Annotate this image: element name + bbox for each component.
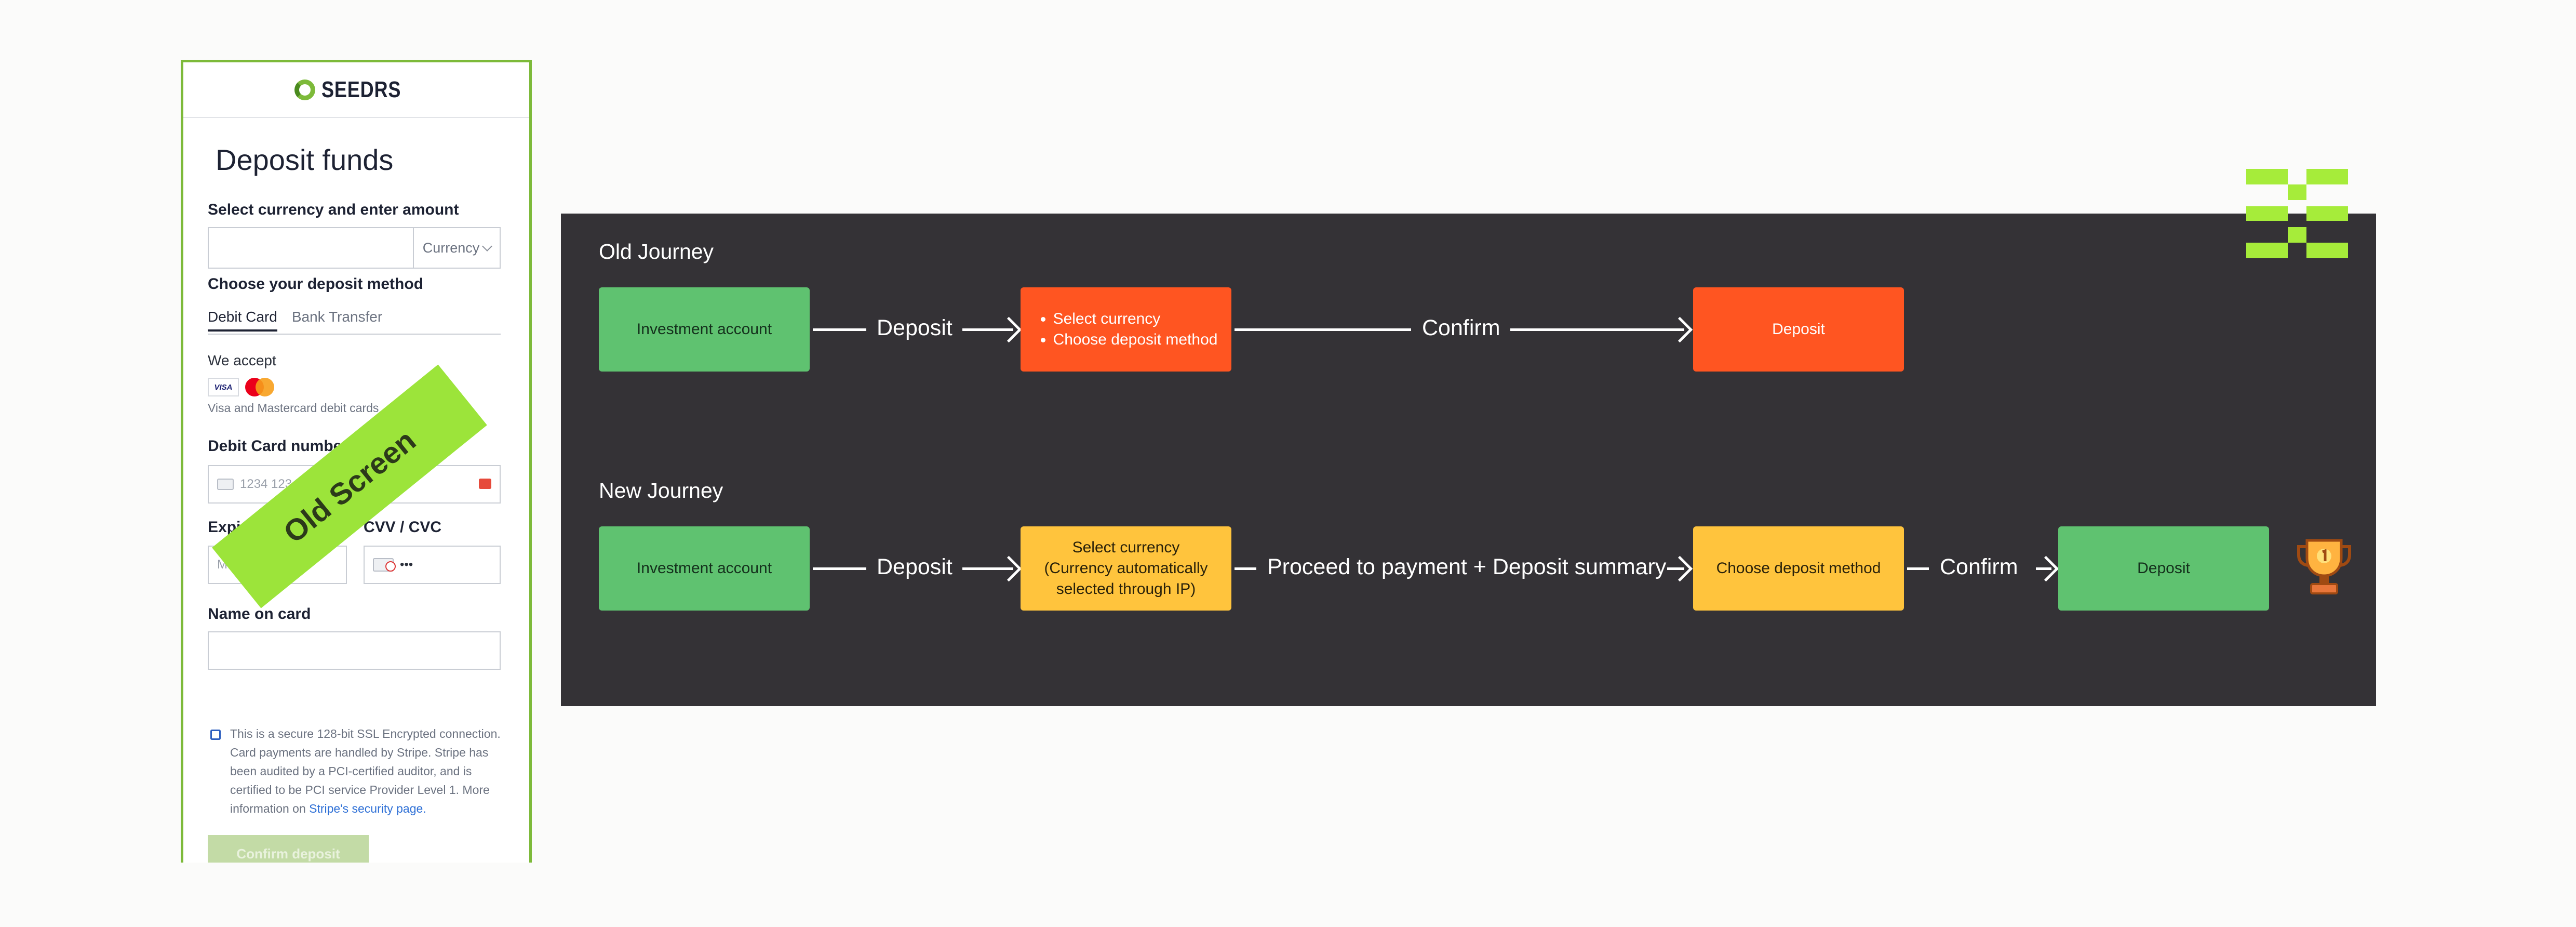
secure-note: This is a secure 128-bit SSL Encrypted c…: [230, 724, 511, 818]
old-deposit-screen: SEEDRS Deposit funds Select currency and…: [181, 60, 532, 863]
new-connector-line: [1667, 567, 1684, 570]
app-header: SEEDRS: [183, 62, 529, 118]
arrow-right-icon: [1667, 555, 1693, 582]
old-step-deposit: Deposit: [1693, 287, 1904, 372]
old-journey-title: Old Journey: [599, 240, 714, 263]
secure-text: This is a secure 128-bit SSL Encrypted c…: [230, 727, 501, 815]
step-line: (Currency automatically: [1044, 560, 1208, 577]
method-tabs: Debit Card Bank Transfer: [208, 307, 501, 335]
new-step-investment-account: Investment account: [599, 526, 810, 611]
new-connector-line: [1235, 567, 1256, 570]
checker-logo-icon: [2246, 169, 2348, 258]
new-connector-line: [1907, 567, 1929, 570]
new-connector-confirm: Confirm: [1940, 554, 2018, 579]
arrow-right-icon: [996, 555, 1022, 582]
stripe-security-link[interactable]: Stripe's security page.: [309, 802, 426, 815]
new-journey-title: New Journey: [599, 479, 723, 502]
seedrs-logo-icon: [294, 79, 315, 100]
tab-bank-transfer[interactable]: Bank Transfer: [291, 309, 383, 325]
old-connector-confirm: Confirm: [1422, 315, 1500, 340]
old-connector-deposit: Deposit: [877, 315, 952, 340]
visa-mark: VISA: [214, 382, 233, 392]
new-connector-line: [813, 567, 866, 570]
old-connector-line: [1235, 328, 1411, 331]
old-connector-line: [962, 328, 1013, 331]
cvv-placeholder: •••: [400, 558, 413, 572]
tab-debit-card[interactable]: Debit Card: [208, 307, 277, 332]
method-label: Choose your deposit method: [208, 275, 424, 293]
logo-text: SEEDRS: [321, 76, 401, 102]
old-connector-line: [813, 328, 866, 331]
step-line: Select currency: [1072, 539, 1180, 556]
amount-row: Currency: [208, 227, 501, 269]
old-step-bullets: Select currency Choose deposit method: [1035, 309, 1218, 350]
new-step-select-currency: Select currency (Currency automatically …: [1021, 526, 1231, 611]
new-connector-deposit: Deposit: [877, 554, 952, 579]
card-error-icon: [479, 479, 491, 489]
bullet-select-currency: Select currency: [1053, 309, 1218, 329]
old-connector-line: [1510, 328, 1684, 331]
amount-label: Select currency and enter amount: [208, 201, 459, 218]
old-step-select-currency: Select currency Choose deposit method: [1021, 287, 1231, 372]
new-connector-line: [962, 567, 1013, 570]
accept-note: Visa and Mastercard debit cards: [208, 401, 379, 415]
cvc-icon: [373, 558, 396, 572]
arrow-right-icon: [996, 316, 1022, 343]
name-label: Name on card: [208, 605, 311, 623]
arrow-right-icon: [1667, 316, 1693, 343]
arrow-right-icon: [2033, 555, 2059, 582]
bullet-choose-method: Choose deposit method: [1053, 329, 1218, 350]
page-title: Deposit funds: [216, 143, 394, 176]
secure-lock-icon: [210, 730, 221, 740]
step-line: selected through IP): [1056, 580, 1196, 598]
journey-panel: Old Journey Investment account Deposit S…: [561, 214, 2376, 706]
confirm-deposit-button[interactable]: Confirm deposit: [208, 835, 369, 863]
mastercard-icon: [244, 376, 275, 399]
new-step-select-currency-text: Select currency (Currency automatically …: [1044, 537, 1208, 600]
new-connector-proceed: Proceed to payment + Deposit summary: [1267, 554, 1667, 579]
currency-select-label: Currency: [422, 240, 480, 256]
visa-card-icon: VISA: [208, 378, 239, 396]
chevron-down-icon: [482, 241, 493, 251]
cvv-label: CVV / CVC: [364, 519, 442, 536]
name-on-card-field[interactable]: [208, 631, 501, 670]
trophy-icon: [2297, 539, 2351, 594]
card-icon: [217, 479, 234, 490]
amount-input[interactable]: [209, 228, 413, 268]
card-number-label: Debit Card number: [208, 438, 348, 455]
currency-select[interactable]: Currency: [413, 228, 500, 268]
cvv-field[interactable]: •••: [364, 546, 501, 584]
new-step-deposit: Deposit: [2058, 526, 2269, 611]
old-step-investment-account: Investment account: [599, 287, 810, 372]
new-connector-line: [2036, 567, 2051, 570]
new-step-choose-method: Choose deposit method: [1693, 526, 1904, 611]
we-accept-label: We accept: [208, 352, 276, 368]
